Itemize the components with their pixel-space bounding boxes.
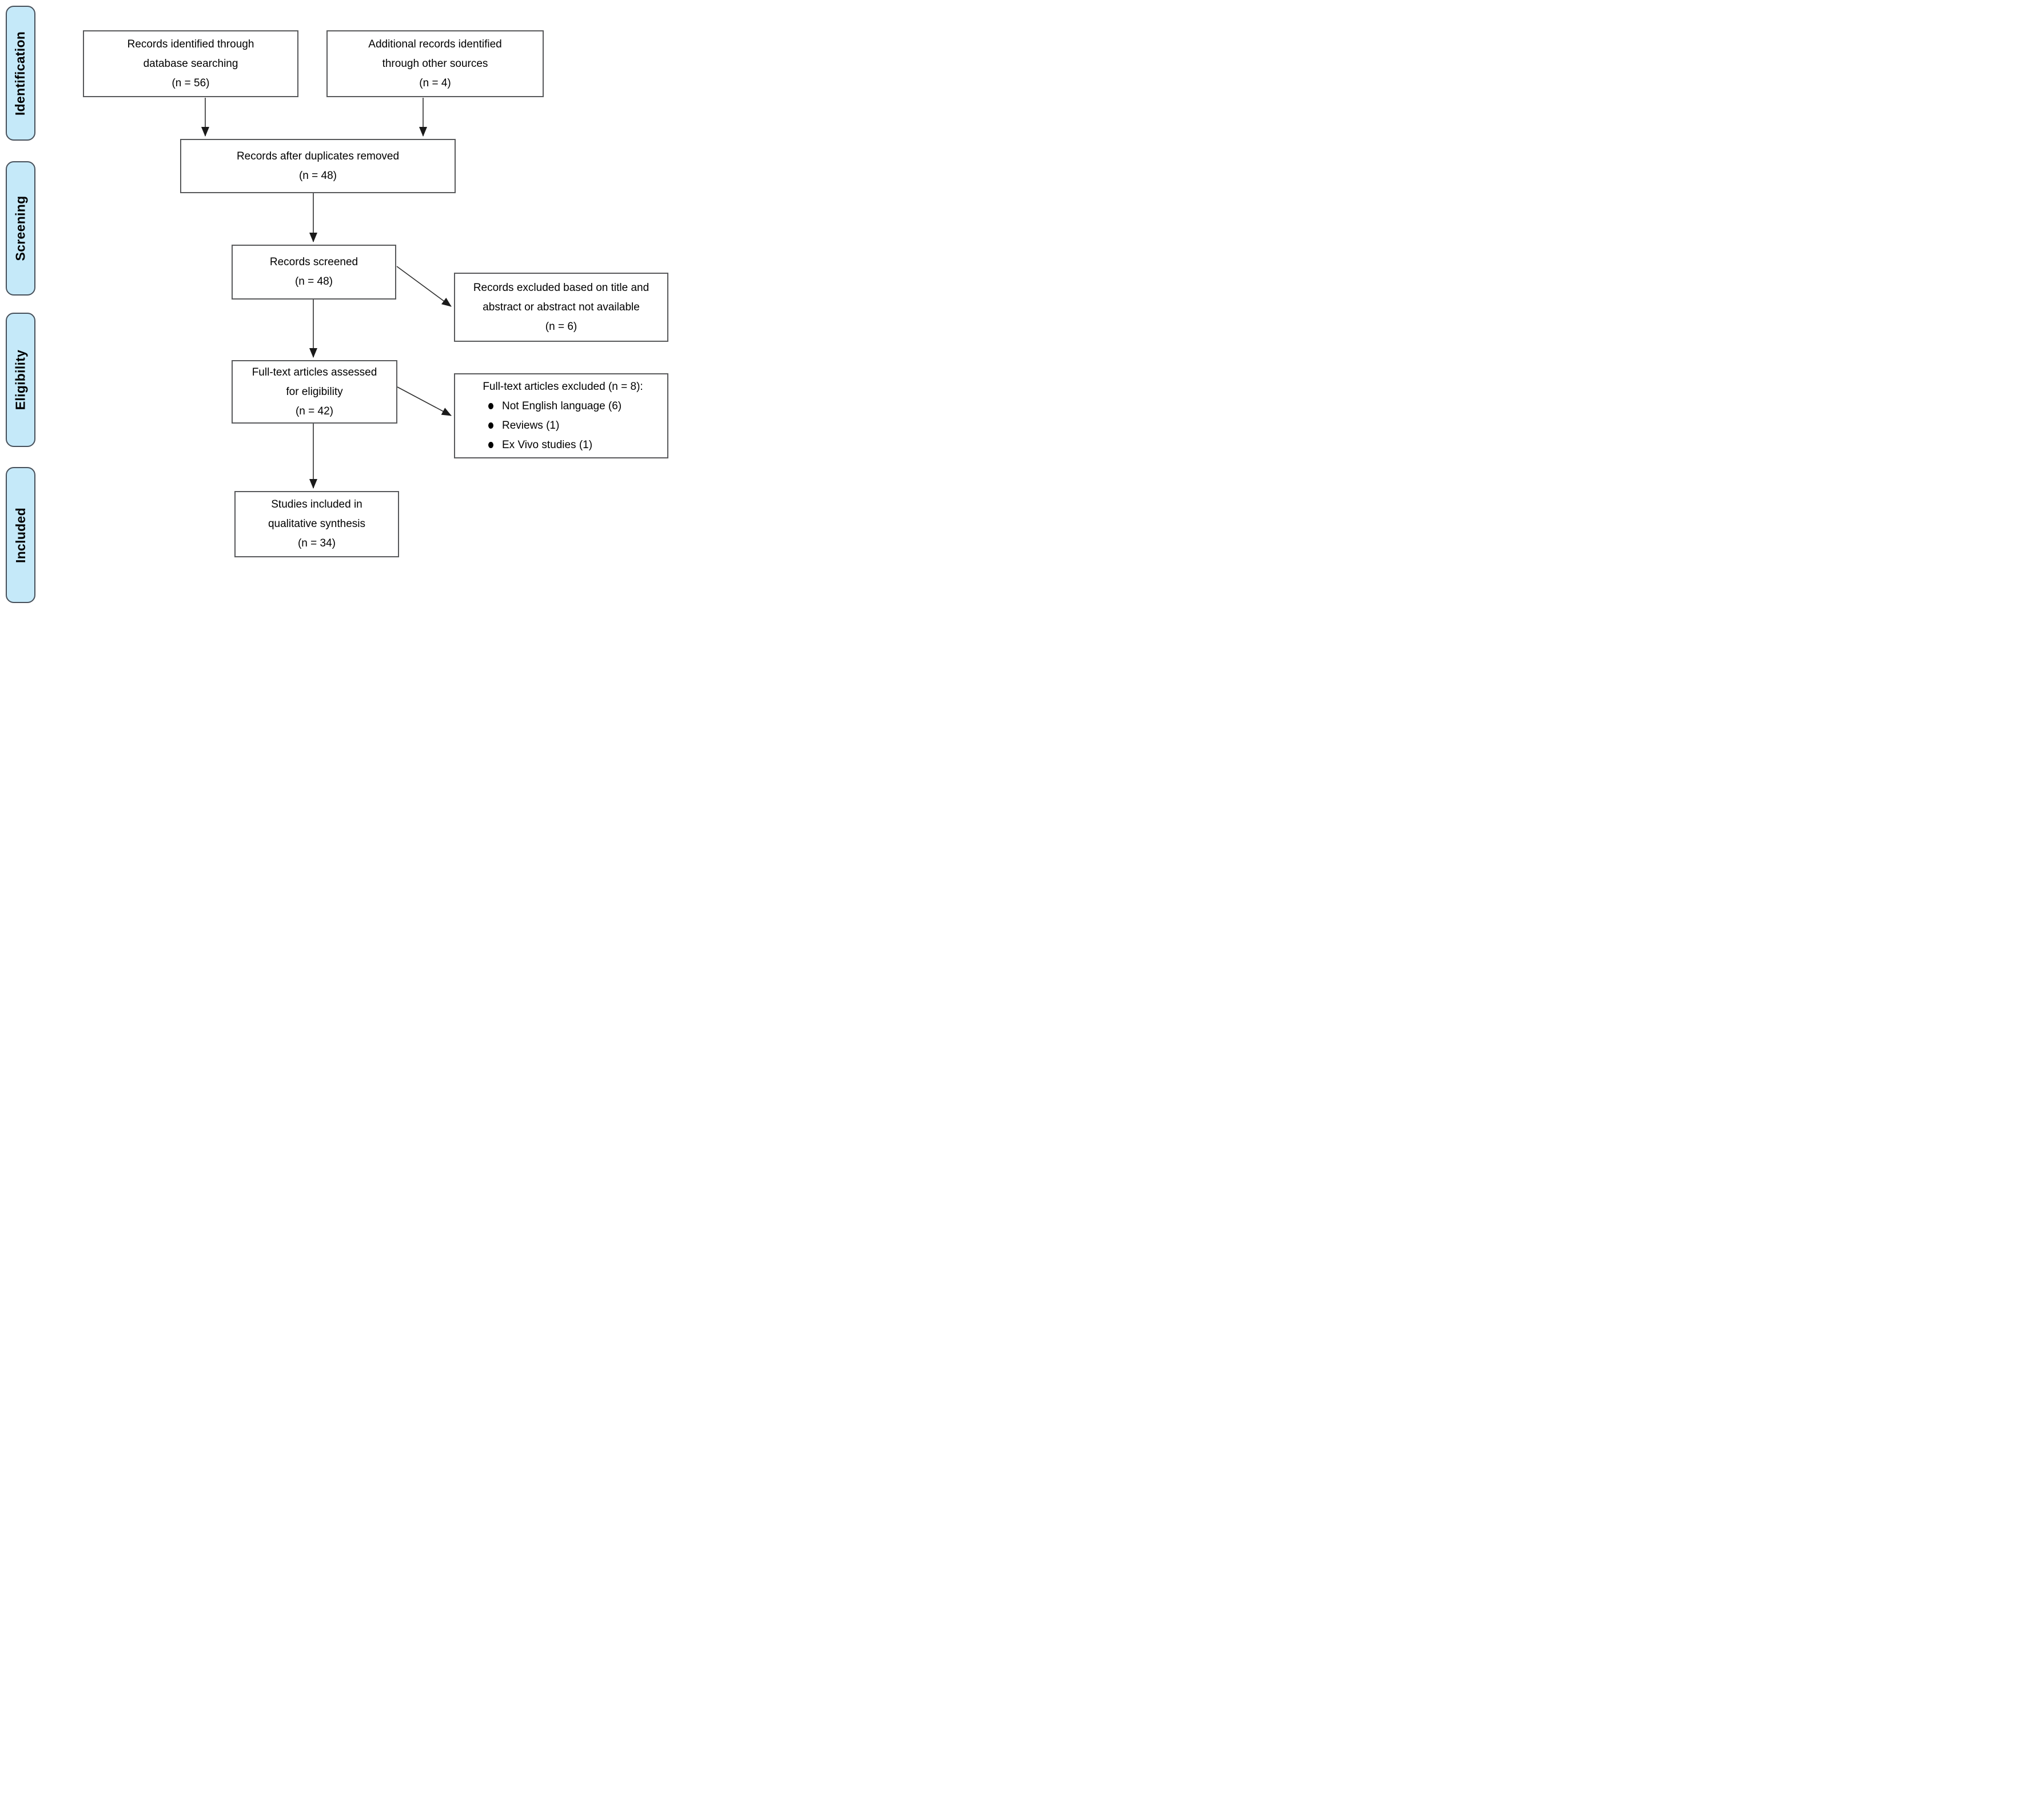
box-text: Full-text articles excluded (n = 8): [483, 380, 643, 393]
box-count: (n = 56) [172, 77, 210, 89]
box-text: through other sources [382, 57, 488, 70]
list-item-text: Not English language (6) [502, 400, 622, 412]
box-count: (n = 42) [295, 405, 333, 417]
box-fulltext-excluded: Full-text articles excluded (n = 8): Not… [454, 373, 668, 458]
phase-identification: Identification [6, 6, 35, 141]
box-additional-records: Additional records identified through ot… [326, 30, 544, 97]
phase-eligibility-label: Eligibility [13, 349, 28, 410]
phase-eligibility: Eligibility [6, 313, 35, 447]
bullet-icon [488, 422, 493, 429]
box-studies-included: Studies included in qualitative synthesi… [234, 491, 399, 557]
box-text: database searching [143, 57, 238, 70]
box-count: (n = 34) [297, 537, 336, 549]
box-text: Records identified through [127, 38, 254, 50]
box-records-excluded: Records excluded based on title and abst… [454, 273, 668, 342]
box-text: Records after duplicates removed [236, 150, 400, 162]
box-text: for eligibility [286, 385, 343, 398]
phase-screening-label: Screening [13, 195, 28, 261]
phase-screening: Screening [6, 161, 35, 296]
list-item-text: Ex Vivo studies (1) [502, 438, 593, 451]
box-count: (n = 4) [419, 77, 451, 89]
box-text: abstract or abstract not available [483, 301, 640, 313]
list-item: Ex Vivo studies (1) [463, 436, 663, 455]
bullet-icon [488, 442, 493, 448]
box-text: qualitative synthesis [268, 518, 366, 530]
list-item: Reviews (1) [463, 416, 663, 436]
box-text: Full-text articles assessed [252, 366, 377, 378]
box-after-duplicates: Records after duplicates removed (n = 48… [180, 139, 456, 193]
box-text: Additional records identified [368, 38, 502, 50]
box-text: Records excluded based on title and [473, 281, 650, 294]
box-text: Studies included in [271, 498, 362, 510]
box-count: (n = 48) [298, 169, 337, 182]
bullet-icon [488, 403, 493, 409]
arrow-fulltext-to-fulltext-excluded [397, 386, 452, 416]
box-fulltext-assessed: Full-text articles assessed for eligibil… [232, 360, 397, 424]
phase-included: Included [6, 467, 35, 603]
box-records-identified: Records identified through database sear… [83, 30, 298, 97]
list-item-text: Reviews (1) [502, 419, 560, 432]
box-count: (n = 6) [545, 320, 577, 333]
box-text: Records screened [269, 256, 358, 268]
list-item: Not English language (6) [463, 397, 663, 416]
box-count: (n = 48) [294, 276, 333, 288]
phase-identification-label: Identification [13, 31, 28, 115]
prisma-flow-diagram: Identification Screening Eligibility Inc… [0, 0, 679, 606]
phase-included-label: Included [13, 507, 28, 563]
arrow-screened-to-excluded [396, 266, 452, 307]
box-records-screened: Records screened (n = 48) [232, 245, 396, 300]
